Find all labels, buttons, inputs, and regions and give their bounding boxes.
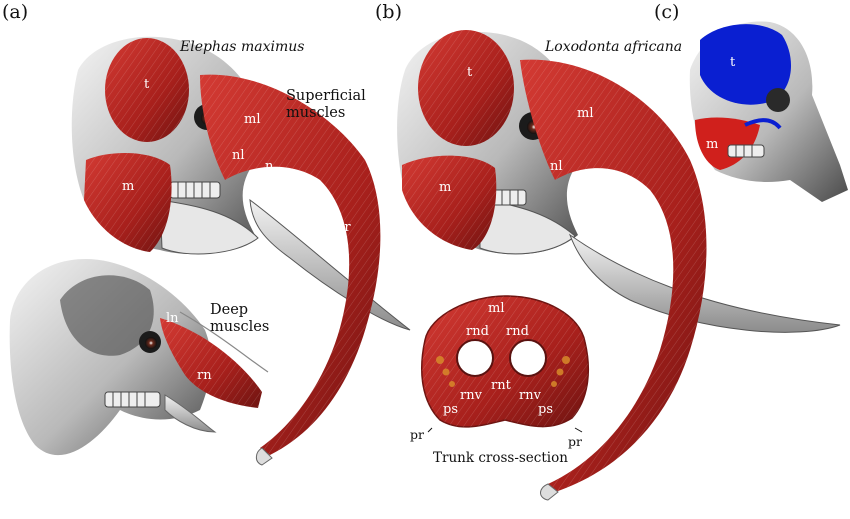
panel-a-label: (a): [2, 1, 29, 23]
label-cs-ml: ml: [488, 301, 505, 316]
label-cs-pr-right: pr: [568, 434, 582, 449]
label-a-nl: nl: [232, 148, 245, 163]
label-b-pr: pr: [652, 239, 667, 254]
label-b-n: n: [592, 183, 601, 198]
label-cs-rnt: rnt: [491, 378, 511, 393]
panel-a-species: Elephas maximus: [180, 39, 305, 55]
label-c-m: m: [706, 137, 719, 152]
label-cs-pr-left: pr: [410, 427, 424, 442]
label-a-pr: pr: [336, 220, 351, 235]
panel-b-trunk: [520, 59, 707, 501]
label-a-m: m: [122, 179, 135, 194]
label-cs-rnv-left: rnv: [460, 388, 482, 403]
label-a-n: n: [265, 159, 274, 174]
deep-caption-line-2: muscles: [210, 318, 270, 335]
panel-b-label: (b): [375, 1, 402, 23]
panel-c-skull: [689, 21, 848, 202]
label-c-t: t: [730, 55, 736, 70]
label-cs-ps-left: ps: [443, 402, 458, 417]
panel-b-skull: [397, 30, 841, 333]
superficial-caption-line-1: Superficial: [286, 88, 366, 104]
label-cs-rnd-left: rnd: [466, 324, 489, 339]
label-a-ln: ln: [166, 311, 179, 326]
label-cs-ps-right: ps: [538, 402, 553, 417]
panel-a-trunk: [200, 74, 381, 466]
panel-c-label: (c): [654, 1, 680, 23]
panel-a-deep-skull: [9, 259, 269, 456]
label-a-ml: ml: [244, 112, 261, 127]
label-b-m: m: [439, 180, 452, 195]
label-b-t: t: [467, 65, 473, 80]
label-cs-rnv-right: rnv: [519, 388, 541, 403]
label-b-nl: nl: [550, 159, 563, 174]
label-a-rn: rn: [197, 368, 212, 383]
superficial-caption-line-2: muscles: [286, 104, 346, 121]
label-cs-rnd-right: rnd: [506, 324, 529, 339]
cross-section-caption: Trunk cross-section: [433, 450, 568, 466]
panel-b-species: Loxodonta africana: [545, 39, 683, 55]
label-b-ml: ml: [577, 106, 594, 121]
deep-caption-line-1: Deep: [210, 302, 249, 318]
trunk-cross-section: [421, 295, 590, 433]
deep-muscles-caption: Deep muscles: [210, 302, 269, 335]
superficial-muscles-caption: Superficial muscles: [286, 88, 366, 121]
label-a-t: t: [144, 77, 150, 92]
